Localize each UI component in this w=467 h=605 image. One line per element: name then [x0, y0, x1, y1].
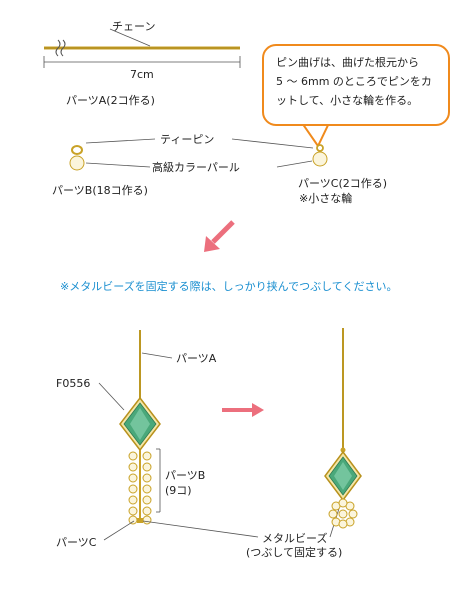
- chain-label: チェーン: [112, 20, 156, 33]
- pearl-label: 高級カラーパール: [152, 161, 240, 174]
- tee-pin-label: ティーピン: [160, 133, 215, 146]
- instruction-line-1: ピン曲げは、曲げた根元から: [276, 56, 419, 69]
- small-ring-note: ※小さな輪: [299, 192, 353, 205]
- part-c-drawing: [312, 144, 328, 167]
- metal-beads-leader-left: [142, 520, 259, 538]
- pearl-leader-left: [85, 162, 151, 168]
- step-arrow-down: [204, 220, 235, 252]
- part-a-caption: パーツA(2コ作る): [66, 94, 155, 107]
- part-b-drawing: [69, 145, 85, 171]
- step-arrow-right: [222, 403, 264, 417]
- tee-pin-leader-left: [85, 138, 156, 144]
- instruction-line-2: 5 ～ 6mm のところでピンをカ: [276, 75, 432, 88]
- length-dimension: [43, 56, 241, 68]
- part-c-leader: [103, 520, 135, 541]
- assembly-part-b-label: パーツB: [165, 469, 206, 482]
- instruction-line-3: ットして、小さな輪を作る。: [276, 94, 419, 107]
- metal-beads-note: (つぶして固定する): [246, 546, 343, 559]
- part-b-bracket: [156, 448, 161, 513]
- metal-beads-label: メタルビーズ: [262, 532, 328, 545]
- assembly-part-c-label: パーツC: [56, 536, 97, 549]
- pearl-leader-right: [276, 160, 313, 168]
- chain-drawing: [44, 28, 240, 57]
- tee-pin-leader-right: [231, 138, 314, 149]
- assembly-after: [324, 328, 362, 529]
- length-label: 7cm: [130, 68, 154, 81]
- part-c-caption: パーツC(2コ作る): [298, 177, 388, 190]
- part-b-caption: パーツB(18コ作る): [52, 184, 148, 197]
- stone-leader: [98, 382, 125, 411]
- assembly-before: [119, 330, 161, 525]
- stone-label: F0556: [56, 377, 91, 390]
- assembly-part-b-count: (9コ): [165, 484, 192, 497]
- assembly-part-a-label: パーツA: [176, 352, 217, 365]
- instruction-bubble: [262, 44, 450, 126]
- part-a-leader: [141, 352, 173, 359]
- metal-bead-warning: ※メタルビーズを固定する際は、しっかり挟んでつぶしてください。: [60, 280, 398, 293]
- instruction-text: ピン曲げは、曲げた根元から 5 ～ 6mm のところでピンをカ ットして、小さな…: [276, 53, 444, 110]
